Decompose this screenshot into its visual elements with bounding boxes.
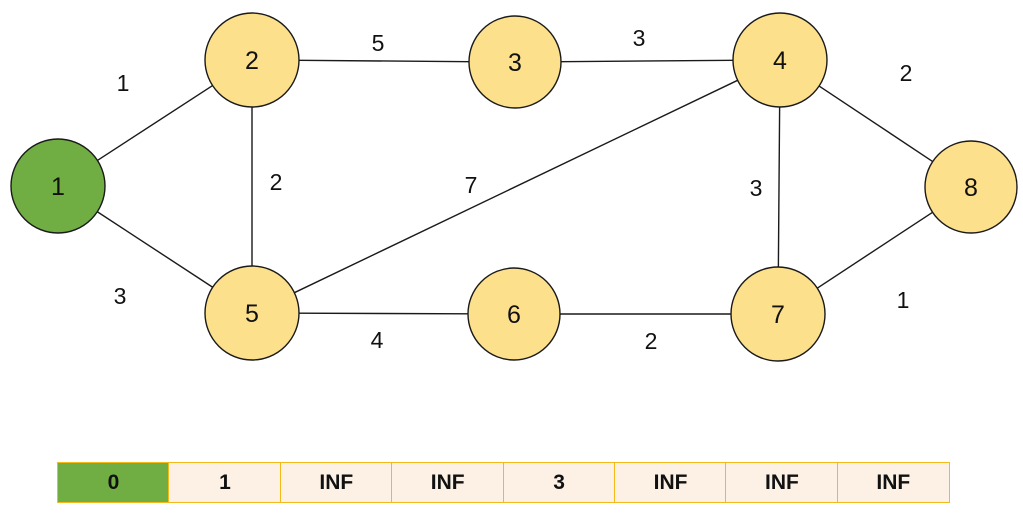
edge-1-5 bbox=[96, 211, 214, 288]
node-label-1: 1 bbox=[51, 173, 65, 201]
edge-3-4 bbox=[560, 59, 734, 63]
edge-weight-label-4-7: 3 bbox=[750, 175, 763, 201]
edge-1-2 bbox=[97, 85, 213, 161]
edge-5-6 bbox=[298, 312, 469, 315]
graph-node-2[interactable]: 2 bbox=[204, 12, 300, 108]
node-label-5: 5 bbox=[245, 300, 259, 328]
edge-weight-label-1-2: 1 bbox=[117, 70, 130, 96]
edge-4-7 bbox=[777, 106, 781, 268]
graph-node-8[interactable]: 8 bbox=[924, 140, 1018, 234]
node-circle-4[interactable] bbox=[732, 12, 828, 108]
edge-weight-label-6-7: 2 bbox=[645, 328, 658, 354]
node-circle-1[interactable] bbox=[10, 138, 106, 234]
node-circle-7[interactable] bbox=[730, 266, 826, 362]
distance-cell-1: 0 bbox=[57, 462, 170, 503]
edge-weight-label-4-8: 2 bbox=[900, 60, 913, 86]
edge-weight-label-2-3: 5 bbox=[372, 30, 385, 56]
edge-weight-label-4-5: 7 bbox=[465, 172, 478, 198]
node-circle-2[interactable] bbox=[204, 12, 300, 108]
node-label-8: 8 bbox=[964, 174, 978, 202]
node-label-2: 2 bbox=[245, 47, 259, 75]
distance-cell-7: INF bbox=[725, 462, 839, 503]
edge-2-3 bbox=[298, 59, 470, 63]
graph-node-4[interactable]: 4 bbox=[732, 12, 828, 108]
graph-node-7[interactable]: 7 bbox=[730, 266, 826, 362]
distance-cell-3: INF bbox=[279, 462, 393, 503]
graph-node-1[interactable]: 1 bbox=[10, 138, 106, 234]
edges-layer bbox=[96, 59, 934, 315]
nodes-layer: 1 2 3 4 5 6 7 8 bbox=[10, 12, 1018, 362]
node-label-7: 7 bbox=[771, 301, 785, 329]
edge-7-8 bbox=[816, 211, 933, 289]
graph-node-3[interactable]: 3 bbox=[468, 15, 562, 109]
edge-weight-label-2-5: 2 bbox=[270, 169, 283, 195]
graph-node-6[interactable]: 6 bbox=[467, 267, 561, 361]
edge-weight-label-1-5: 3 bbox=[114, 283, 127, 309]
edge-weight-label-3-4: 3 bbox=[633, 25, 646, 51]
node-circle-5[interactable] bbox=[204, 265, 300, 361]
distance-cell-5: 3 bbox=[502, 462, 616, 503]
distance-cell-4: INF bbox=[391, 462, 505, 503]
graph-node-5[interactable]: 5 bbox=[204, 265, 300, 361]
edge-weight-label-5-6: 4 bbox=[371, 327, 384, 353]
weighted-graph-diagram: 1 5 3 2 3 2 7 3 4 2 1 1 2 3 4 5 6 7 8 bbox=[10, 12, 1018, 362]
distance-cell-8: INF bbox=[836, 462, 950, 503]
distance-cell-2: 1 bbox=[168, 462, 282, 503]
edge-4-8 bbox=[818, 85, 934, 163]
node-label-6: 6 bbox=[507, 301, 521, 329]
edge-4-5 bbox=[294, 79, 738, 294]
node-label-3: 3 bbox=[508, 49, 522, 77]
node-circle-8[interactable] bbox=[924, 140, 1018, 234]
distance-cell-6: INF bbox=[614, 462, 728, 503]
node-circle-6[interactable] bbox=[467, 267, 561, 361]
node-label-4: 4 bbox=[773, 47, 787, 75]
edge-weight-labels-layer: 1 5 3 2 3 2 7 3 4 2 1 bbox=[114, 25, 913, 354]
edge-weight-label-7-8: 1 bbox=[897, 287, 910, 313]
node-circle-3[interactable] bbox=[468, 15, 562, 109]
